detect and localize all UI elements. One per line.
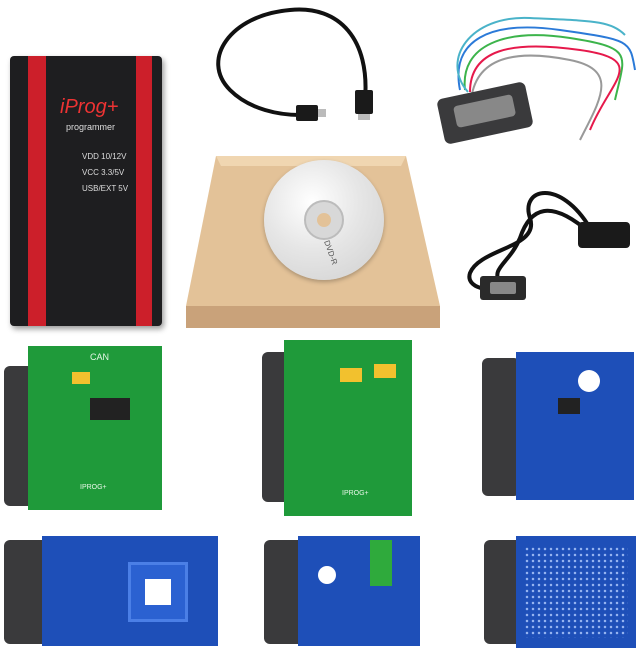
- device-indicator-3: USB/EXT 5V: [82, 184, 129, 193]
- device-red-stripe-left: [28, 56, 46, 326]
- cardboard-box: DVD-R: [186, 156, 440, 328]
- cd-hole: [317, 213, 331, 227]
- round-logo: [318, 566, 336, 584]
- blue-pcb: [516, 352, 634, 500]
- green-adapter-board-2: IPROG+: [262, 340, 412, 516]
- iprog-programmer-device: iProg+ programmer VDD 10/12V VCC 3.3/5V …: [10, 56, 162, 326]
- db25-wire-cable: [437, 16, 636, 144]
- blue-adapter-board-2: [4, 536, 218, 646]
- can-board-label: CAN: [90, 352, 110, 362]
- usb-cable: [216, 7, 373, 121]
- device-indicator-1: VDD 10/12V: [82, 152, 127, 161]
- blue-adapter-board-3: [264, 536, 420, 646]
- device-indicator-list: VDD 10/12V VCC 3.3/5V USB/EXT 5V: [82, 152, 142, 200]
- blue-pcb: [298, 536, 420, 646]
- round-logo: [578, 370, 600, 392]
- yellow-capacitor: [72, 372, 90, 384]
- board-text: IPROG+: [80, 484, 107, 491]
- device-subtitle: programmer: [66, 122, 116, 132]
- board-text: IPROG+: [342, 490, 369, 497]
- db25-connector: [264, 540, 304, 644]
- antenna-coil: [128, 562, 188, 622]
- device-indicator-2: VCC 3.3/5V: [82, 168, 125, 177]
- ic-chip: [90, 398, 130, 420]
- blue-breadboard: [484, 536, 636, 648]
- device-red-stripe-right: [136, 56, 152, 326]
- cd-label: DVD-R: [322, 239, 340, 266]
- green-pcb: [28, 346, 162, 510]
- software-cd: DVD-R: [264, 160, 384, 280]
- obd-cable: [467, 191, 630, 300]
- db25-connector: [482, 358, 520, 496]
- blue-adapter-board-1: [482, 352, 634, 500]
- device-brand: iProg+: [60, 96, 119, 118]
- db25-connector: [4, 540, 48, 644]
- yellow-capacitor: [374, 364, 396, 378]
- ic-chip: [558, 398, 580, 414]
- db25-connector: [484, 540, 522, 644]
- prototype-grid: [524, 546, 628, 638]
- yellow-capacitor: [340, 368, 362, 382]
- green-zif-socket: [370, 540, 392, 586]
- can-adapter-board: CAN IPROG+: [0, 346, 162, 510]
